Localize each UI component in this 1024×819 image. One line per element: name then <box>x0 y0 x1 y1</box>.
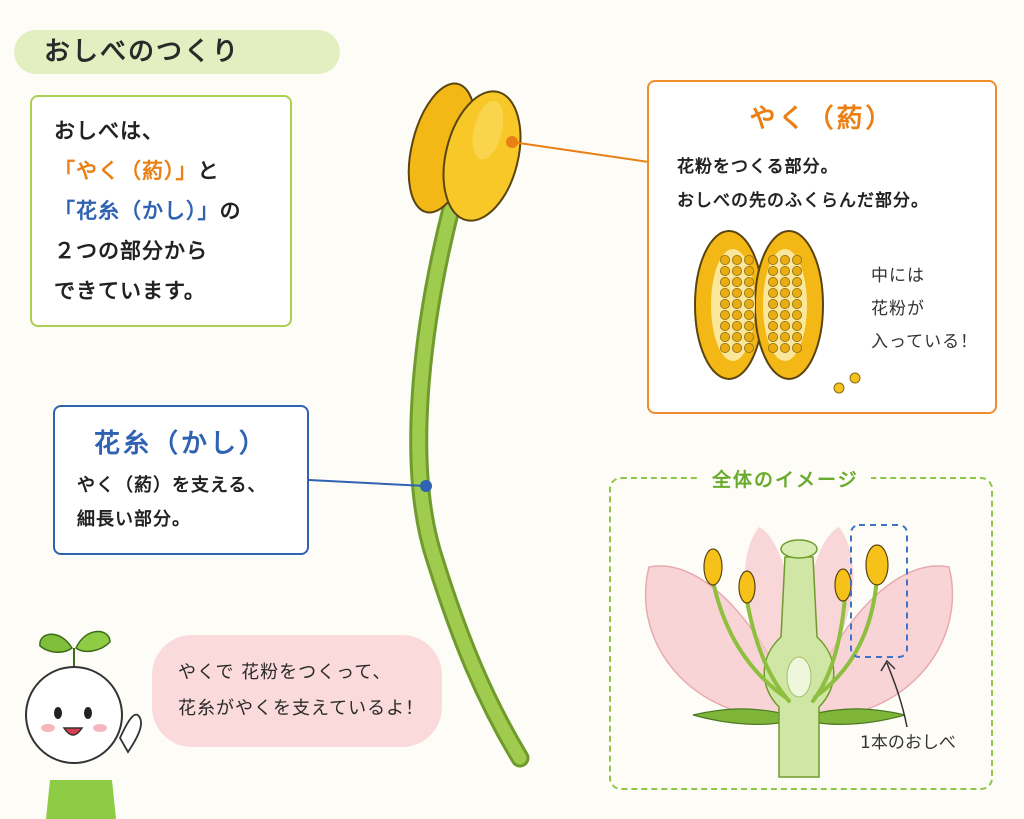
intro-filament-term: 「花糸（かし）」 <box>54 199 220 223</box>
speech-line-2: 花糸がやくを支えているよ！ <box>178 698 425 719</box>
anther-box: やく（葯） 花粉をつくる部分。 おしべの先のふくらんだ部分。 中には 花粉が 入… <box>647 80 997 414</box>
anther-description: 花粉をつくる部分。 おしべの先のふくらんだ部分。 <box>677 150 929 218</box>
pollen-note: 中には 花粉が 入っている！ <box>871 260 978 359</box>
pollen-note-2: 花粉が <box>871 299 925 319</box>
anther-leader-line <box>511 141 650 163</box>
filament-pointer-dot <box>420 480 432 492</box>
pollen-note-1: 中には <box>871 266 925 286</box>
pollen-note-3: 入っている！ <box>871 332 979 352</box>
filament-description: やく（葯）を支える、 細長い部分。 <box>77 469 266 537</box>
anther-pointer-dot <box>506 136 518 148</box>
speech-line-1: やくで 花粉をつくって、 <box>178 662 392 683</box>
page-title: おしべのつくり <box>44 37 241 67</box>
intro-line-2: 「やく（葯）」と <box>54 151 278 191</box>
anther-desc-2: おしべの先のふくらんだ部分。 <box>677 191 929 211</box>
single-stamen-highlight <box>850 524 908 658</box>
filament-box: 花糸（かし） やく（葯）を支える、 細長い部分。 <box>53 405 309 555</box>
intro-line-3-rest: の <box>219 199 242 223</box>
overview-title: 全体のイメージ <box>700 465 871 492</box>
filament-desc-1: やく（葯）を支える、 <box>77 475 267 496</box>
flower-overview-illustration <box>644 524 954 778</box>
anther-lobes <box>407 82 522 222</box>
filament-leader-line <box>308 479 427 487</box>
intro-anther-term: 「やく（葯）」 <box>54 159 198 183</box>
anther-desc-1: 花粉をつくる部分。 <box>677 157 839 177</box>
intro-line-5: できています。 <box>54 279 206 303</box>
speech-text: やくで 花粉をつくって、 花糸がやくを支えているよ！ <box>178 655 424 727</box>
title-band <box>14 30 340 74</box>
intro-line-4: ２つの部分から <box>54 239 208 263</box>
anther-cross-section <box>694 230 861 394</box>
intro-box: おしべは、 「やく（葯）」と 「花糸（かし）」の ２つの部分から できています。 <box>30 95 292 327</box>
sprout-mascot <box>25 630 142 819</box>
intro-line-3: 「花糸（かし）」の <box>54 191 278 231</box>
one-stamen-label: 1本のおしべ <box>860 733 956 753</box>
anther-title: やく（葯） <box>749 104 895 134</box>
intro-line-2-rest: と <box>197 159 220 183</box>
speech-bubble <box>152 635 442 747</box>
filament-title: 花糸（かし） <box>93 429 268 459</box>
intro-line-1: おしべは、 <box>54 119 164 143</box>
filament-desc-2: 細長い部分。 <box>77 509 191 530</box>
